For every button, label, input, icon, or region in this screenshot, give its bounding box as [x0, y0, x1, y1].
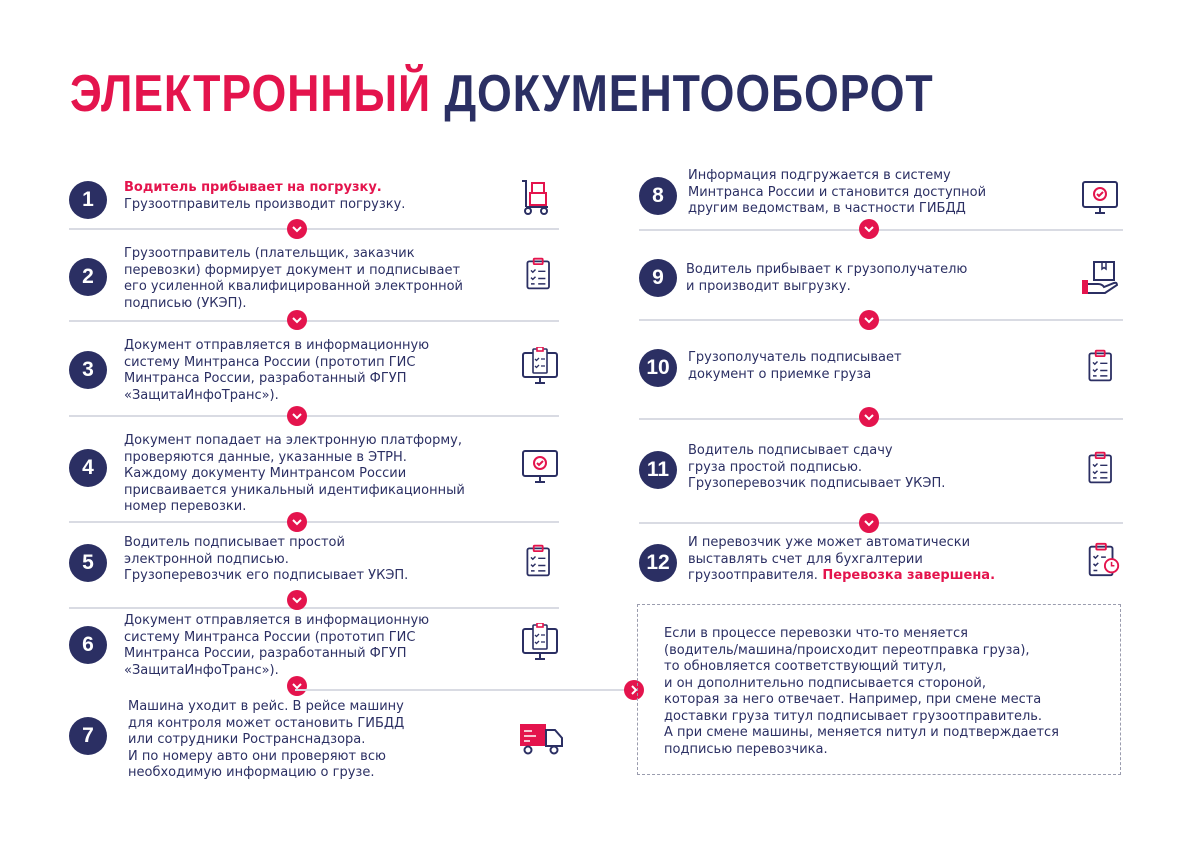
- clipboard-icon: [1084, 448, 1124, 488]
- step-6-number: 6: [69, 626, 107, 664]
- step-4-number: 4: [69, 449, 107, 487]
- chevron-right-icon: [624, 680, 644, 700]
- chevron-down-icon: [287, 406, 307, 426]
- title-part-navy: ДОКУМЕНТООБОРОТ: [444, 65, 934, 123]
- step-1-highlight: Водитель прибывает на погрузку.: [124, 180, 382, 195]
- step-1-body: Грузоотправитель производит погрузку.: [124, 196, 406, 212]
- truck-icon: [518, 718, 564, 758]
- divider: [69, 228, 559, 230]
- chevron-down-icon: [859, 407, 879, 427]
- monitor-clipboard-icon: [520, 622, 560, 663]
- step-6-text: Документ отправляется в информационную с…: [124, 613, 430, 678]
- chevron-down-icon: [859, 219, 879, 239]
- chevron-down-icon: [287, 512, 307, 532]
- chevron-down-icon: [287, 676, 307, 696]
- clipboard-icon: [1084, 346, 1124, 386]
- step-10-number: 10: [639, 349, 677, 387]
- cart-icon: [516, 177, 556, 217]
- monitor-check-icon: [520, 446, 560, 486]
- connector-line: [295, 689, 627, 691]
- clipboard-icon: [522, 541, 562, 581]
- divider: [639, 229, 1123, 231]
- step-11-number: 11: [639, 451, 677, 489]
- divider: [69, 415, 559, 417]
- divider: [639, 418, 1123, 420]
- step-9-text: Водитель прибывает к грузополучателю и п…: [686, 262, 968, 294]
- step-9-number: 9: [639, 259, 677, 297]
- divider: [639, 319, 1123, 321]
- divider: [69, 607, 559, 609]
- step-5-text: Водитель подписывает простой электронной…: [124, 535, 409, 583]
- monitor-clipboard-icon: [520, 346, 560, 387]
- step-2-number: 2: [69, 258, 107, 296]
- chevron-down-icon: [859, 310, 879, 330]
- step-10-text: Грузополучатель подписывает документ о п…: [688, 350, 902, 382]
- step-1-text: Водитель прибывает на погрузку. Грузоотп…: [124, 180, 405, 213]
- chevron-down-icon: [859, 513, 879, 533]
- chevron-down-icon: [287, 310, 307, 330]
- step-8-text: Информация подгружается в систему Минтра…: [688, 168, 987, 216]
- step-3-number: 3: [69, 351, 107, 389]
- step-7-text: Машина уходит в рейс. В рейсе машину для…: [128, 699, 405, 780]
- info-note-text: Если в процессе перевозки что-то меняетс…: [664, 626, 1059, 757]
- step-12-number: 12: [639, 544, 677, 582]
- step-5-number: 5: [69, 544, 107, 582]
- title-part-red: ЭЛЕКТРОННЫЙ: [70, 65, 432, 123]
- divider: [639, 522, 1123, 524]
- chevron-down-icon: [287, 219, 307, 239]
- hand-box-icon: [1080, 258, 1120, 298]
- step-2-text: Грузоотправитель (плательщик, заказчик п…: [124, 246, 463, 311]
- step-1-number: 1: [69, 181, 107, 219]
- step-7-number: 7: [69, 717, 107, 755]
- chevron-down-icon: [287, 590, 307, 610]
- step-3-text: Документ отправляется в информационную с…: [124, 338, 430, 403]
- monitor-check-icon: [1080, 177, 1120, 217]
- divider: [69, 521, 559, 523]
- step-12-body: И перевозчик уже может автоматически выс…: [688, 535, 971, 583]
- clipboard-icon: [522, 254, 562, 294]
- step-4-text: Документ попадает на электронную платфор…: [124, 433, 465, 514]
- step-11-text: Водитель подписывает сдачу груза простой…: [688, 443, 946, 491]
- divider: [69, 320, 559, 322]
- step-12-text: И перевозчик уже может автоматически выс…: [688, 535, 995, 585]
- step-8-number: 8: [639, 177, 677, 215]
- step-12-highlight: Перевозка завершена.: [817, 568, 996, 583]
- clipboard-clock-icon: [1084, 540, 1124, 580]
- page-title: ЭЛЕКТРОННЫЙ ДОКУМЕНТООБОРОТ: [70, 68, 934, 120]
- info-note: Если в процессе перевозки что-то меняетс…: [637, 604, 1121, 775]
